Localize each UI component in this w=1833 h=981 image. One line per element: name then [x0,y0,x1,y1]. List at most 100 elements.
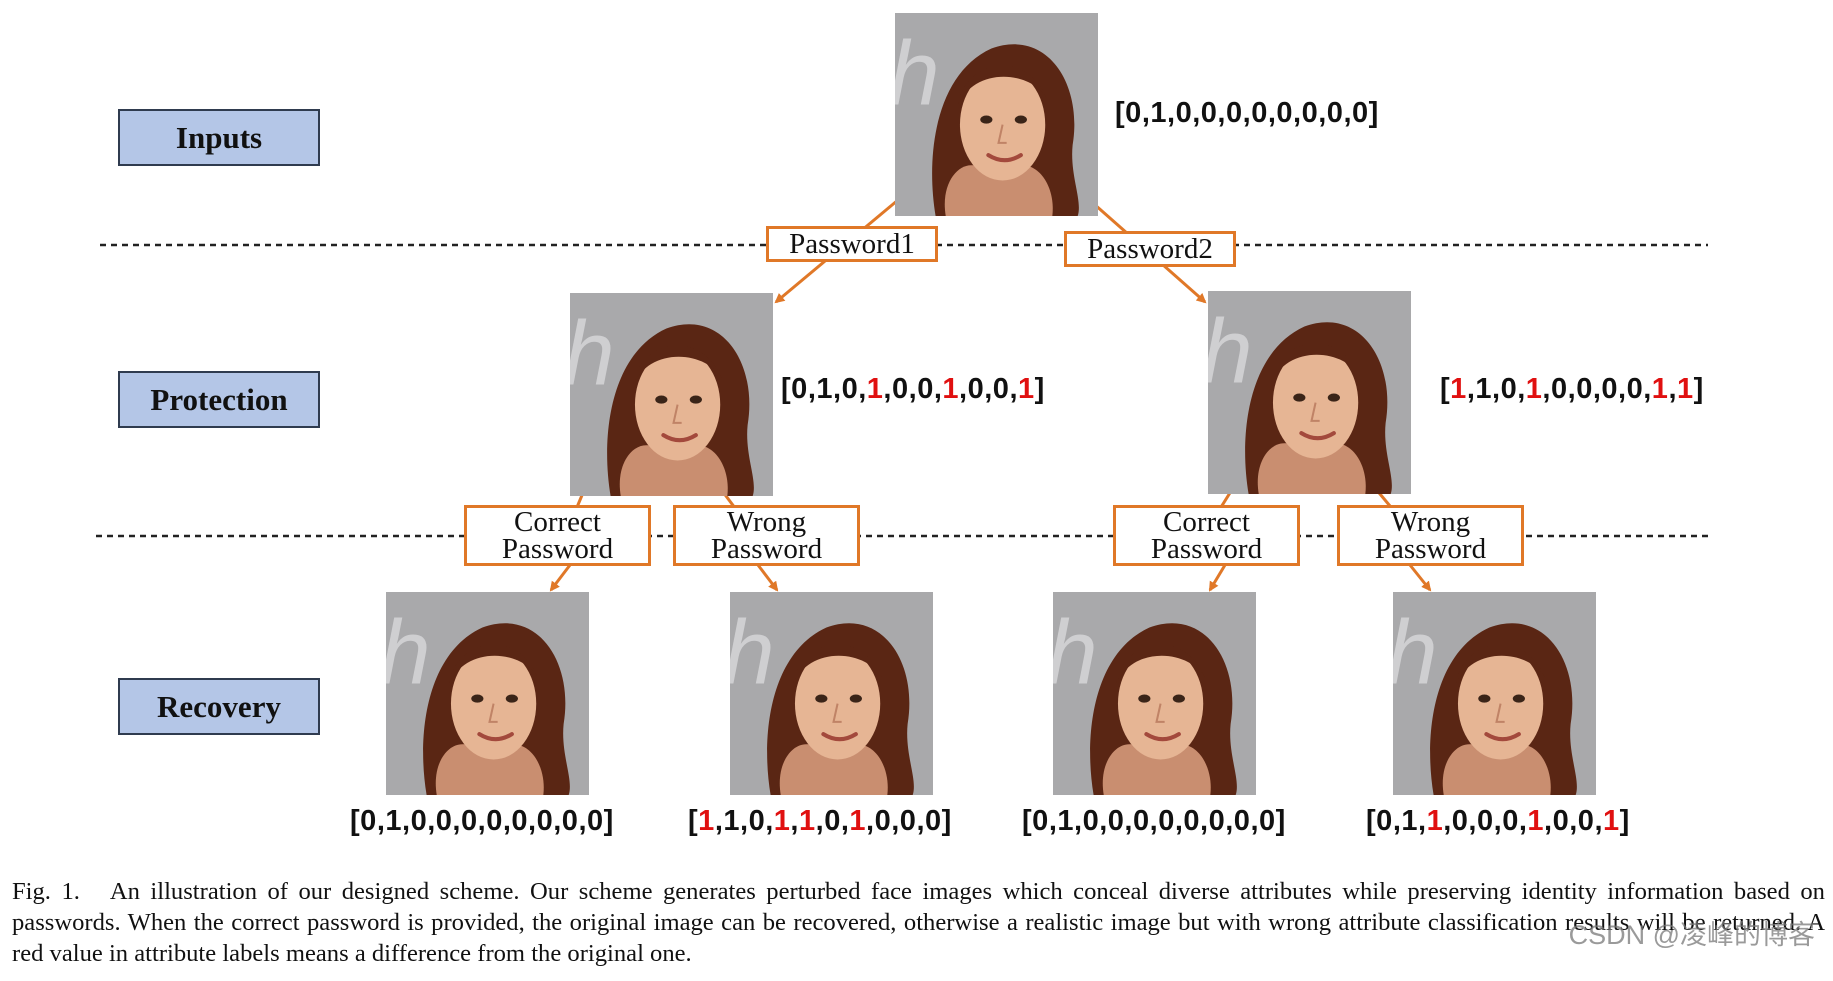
comma: , [1217,97,1226,129]
attribute-value: 0 [1251,97,1268,129]
comma: , [866,805,875,837]
attribute-value-changed: 1 [1526,373,1543,405]
comma: , [1243,97,1252,129]
face-recovery2-wrong: h [1393,592,1596,795]
correct-password-line1: Correct [1163,509,1250,536]
comma: , [553,805,562,837]
comma: , [740,805,749,837]
comma: , [1150,805,1159,837]
attribute-label-protected2: [1,1,0,1,0,0,0,0,1,1] [1440,373,1704,406]
comma: , [1250,805,1259,837]
arrow-p1-wrong-bottom [758,565,777,590]
attribute-value-changed: 1 [1427,805,1444,837]
attribute-value-changed: 1 [849,805,866,837]
face-recovery1-wrong: h [730,592,933,795]
comma: , [790,805,799,837]
p2-wrong-password-box: Wrong Password [1337,505,1524,566]
svg-text:h: h [570,302,615,404]
attribute-value: 0 [537,805,554,837]
attribute-value: 0 [1108,805,1125,837]
bracket-open: [ [688,805,698,837]
attribute-value: 0 [1183,805,1200,837]
p1-wrong-password-box: Wrong Password [673,505,860,566]
attribute-value-changed: 1 [1603,805,1620,837]
attribute-value: 1 [1150,97,1167,129]
attribute-value: 0 [900,805,917,837]
bracket-open: [ [781,373,791,405]
attribute-value: 0 [1302,97,1319,129]
attribute-value-changed: 1 [1450,373,1467,405]
comma: , [1318,97,1327,129]
attribute-value-changed: 1 [774,805,791,837]
comma: , [909,373,918,405]
face-protected-password1: h [570,293,773,496]
comma: , [1009,373,1018,405]
attribute-value: 0 [1501,373,1518,405]
arrow-p2-wrong-bottom [1410,565,1430,590]
attribute-value: 0 [892,373,909,405]
bracket-open: [ [1440,373,1450,405]
comma: , [1618,373,1627,405]
comma: , [1569,805,1578,837]
attribute-value: 0 [1502,805,1519,837]
correct-password-line2: Password [1151,536,1262,563]
comma: , [1594,805,1603,837]
bracket-open: [ [1366,805,1376,837]
attribute-value: 0 [1578,805,1595,837]
attribute-value: 0 [1259,805,1276,837]
comma: , [1343,97,1352,129]
attribute-value-changed: 1 [1652,373,1669,405]
comma: , [1293,97,1302,129]
comma: , [452,805,461,837]
bracket-open: [ [1022,805,1032,837]
attribute-value: 0 [486,805,503,837]
svg-text:h: h [1053,601,1098,703]
attribute-value: 0 [1452,805,1469,837]
face-input-original: h [895,13,1098,216]
face-photo-icon: h [1208,291,1411,494]
comma: , [891,805,900,837]
wrong-password-line1: Wrong [727,509,806,536]
attribute-value-changed: 1 [942,373,959,405]
attribute-label-recovery1-correct: [0,1,0,0,0,0,0,0,0,0] [350,805,614,838]
face-protected-password2: h [1208,291,1411,494]
comma: , [1124,805,1133,837]
attribute-value: 0 [1201,97,1218,129]
password1-box: Password1 [766,226,938,262]
bracket-close: ] [604,805,614,837]
figure-number: Fig. 1. [12,878,80,905]
attribute-value-changed: 1 [698,805,715,837]
comma: , [1492,373,1501,405]
attribute-value: 0 [1576,373,1593,405]
attribute-value: 0 [917,373,934,405]
bracket-close: ] [1035,373,1045,405]
figure-caption: Fig. 1.An illustration of our designed s… [12,876,1825,969]
attribute-value: 1 [385,805,402,837]
attribute-value: 1 [1057,805,1074,837]
attribute-value: 0 [1551,373,1568,405]
attribute-value: 0 [360,805,377,837]
bracket-close: ] [1369,97,1379,129]
attribute-value: 0 [875,805,892,837]
comma: , [959,373,968,405]
attribute-value-changed: 1 [1677,373,1694,405]
attribute-label-recovery2-correct: [0,1,0,0,0,0,0,0,0,0] [1022,805,1286,838]
attribute-value: 0 [791,373,808,405]
face-photo-icon: h [1053,592,1256,795]
comma: , [528,805,537,837]
attribute-value-changed: 1 [1018,373,1035,405]
attribute-value: 0 [1352,97,1369,129]
attribute-value: 0 [436,805,453,837]
comma: , [883,373,892,405]
attribute-label-protected1: [0,1,0,1,0,0,1,0,0,1] [781,373,1045,406]
comma: , [1468,805,1477,837]
wrong-password-line2: Password [1375,536,1486,563]
attribute-value: 0 [1158,805,1175,837]
comma: , [1668,373,1677,405]
bracket-close: ] [942,805,952,837]
face-recovery1-correct: h [386,592,589,795]
attribute-value: 0 [1083,805,1100,837]
comma: , [1517,373,1526,405]
comma: , [1643,373,1652,405]
attribute-value: 0 [1276,97,1293,129]
